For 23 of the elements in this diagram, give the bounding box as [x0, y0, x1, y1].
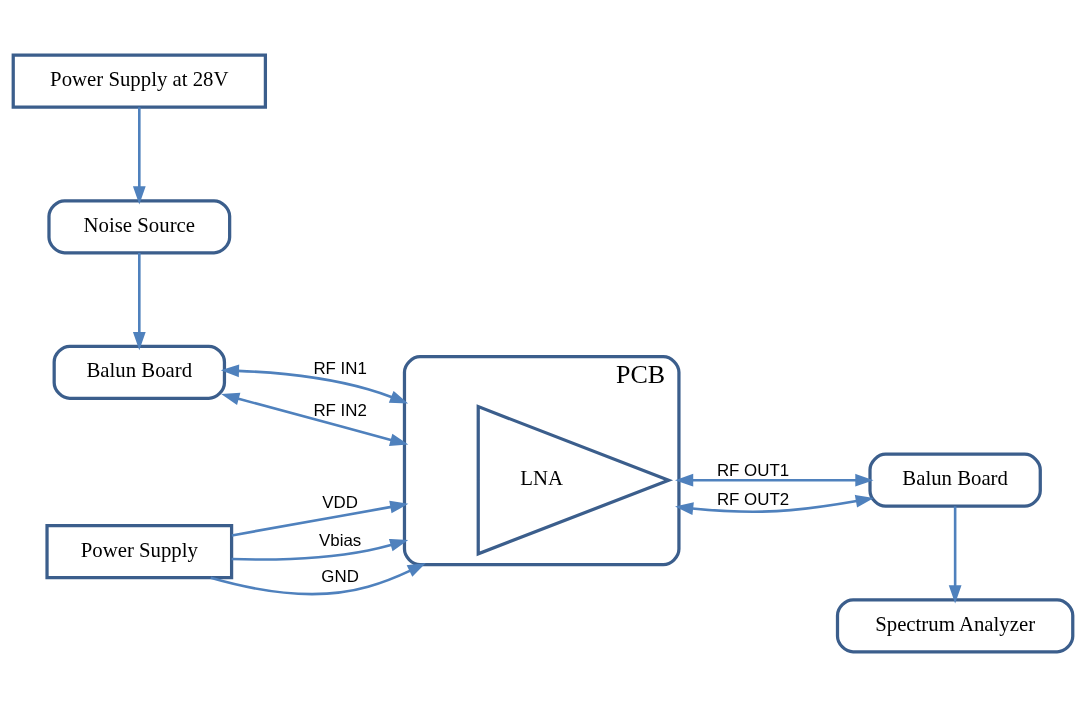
- node-box: Spectrum Analyzer: [835, 597, 1075, 653]
- node-box: Balun Board: [868, 452, 1042, 508]
- edge-label: RF IN2: [313, 400, 367, 420]
- arrow: [210, 562, 426, 595]
- edge-label: RF OUT2: [716, 489, 790, 509]
- edge-label: Vbias: [319, 530, 362, 550]
- node-box: Balun Board: [52, 344, 227, 400]
- arrow: [220, 364, 409, 404]
- edge-label: RF IN1: [313, 358, 367, 378]
- edge-label: VDD: [322, 492, 358, 512]
- edge-label: GND: [321, 566, 359, 586]
- arrow: [132, 252, 146, 350]
- edge-label: RF OUT1: [716, 460, 790, 480]
- arrow: [675, 494, 874, 515]
- arrow: [675, 473, 874, 487]
- arrow: [948, 505, 962, 604]
- node-box: Noise Source: [47, 198, 232, 254]
- arrow: [231, 500, 409, 537]
- node-box: Power Supply at 28V: [11, 53, 267, 109]
- arrow: [231, 538, 409, 561]
- arrow: [221, 392, 409, 446]
- arrow: [132, 106, 146, 205]
- node-box: Power Supply: [45, 523, 234, 579]
